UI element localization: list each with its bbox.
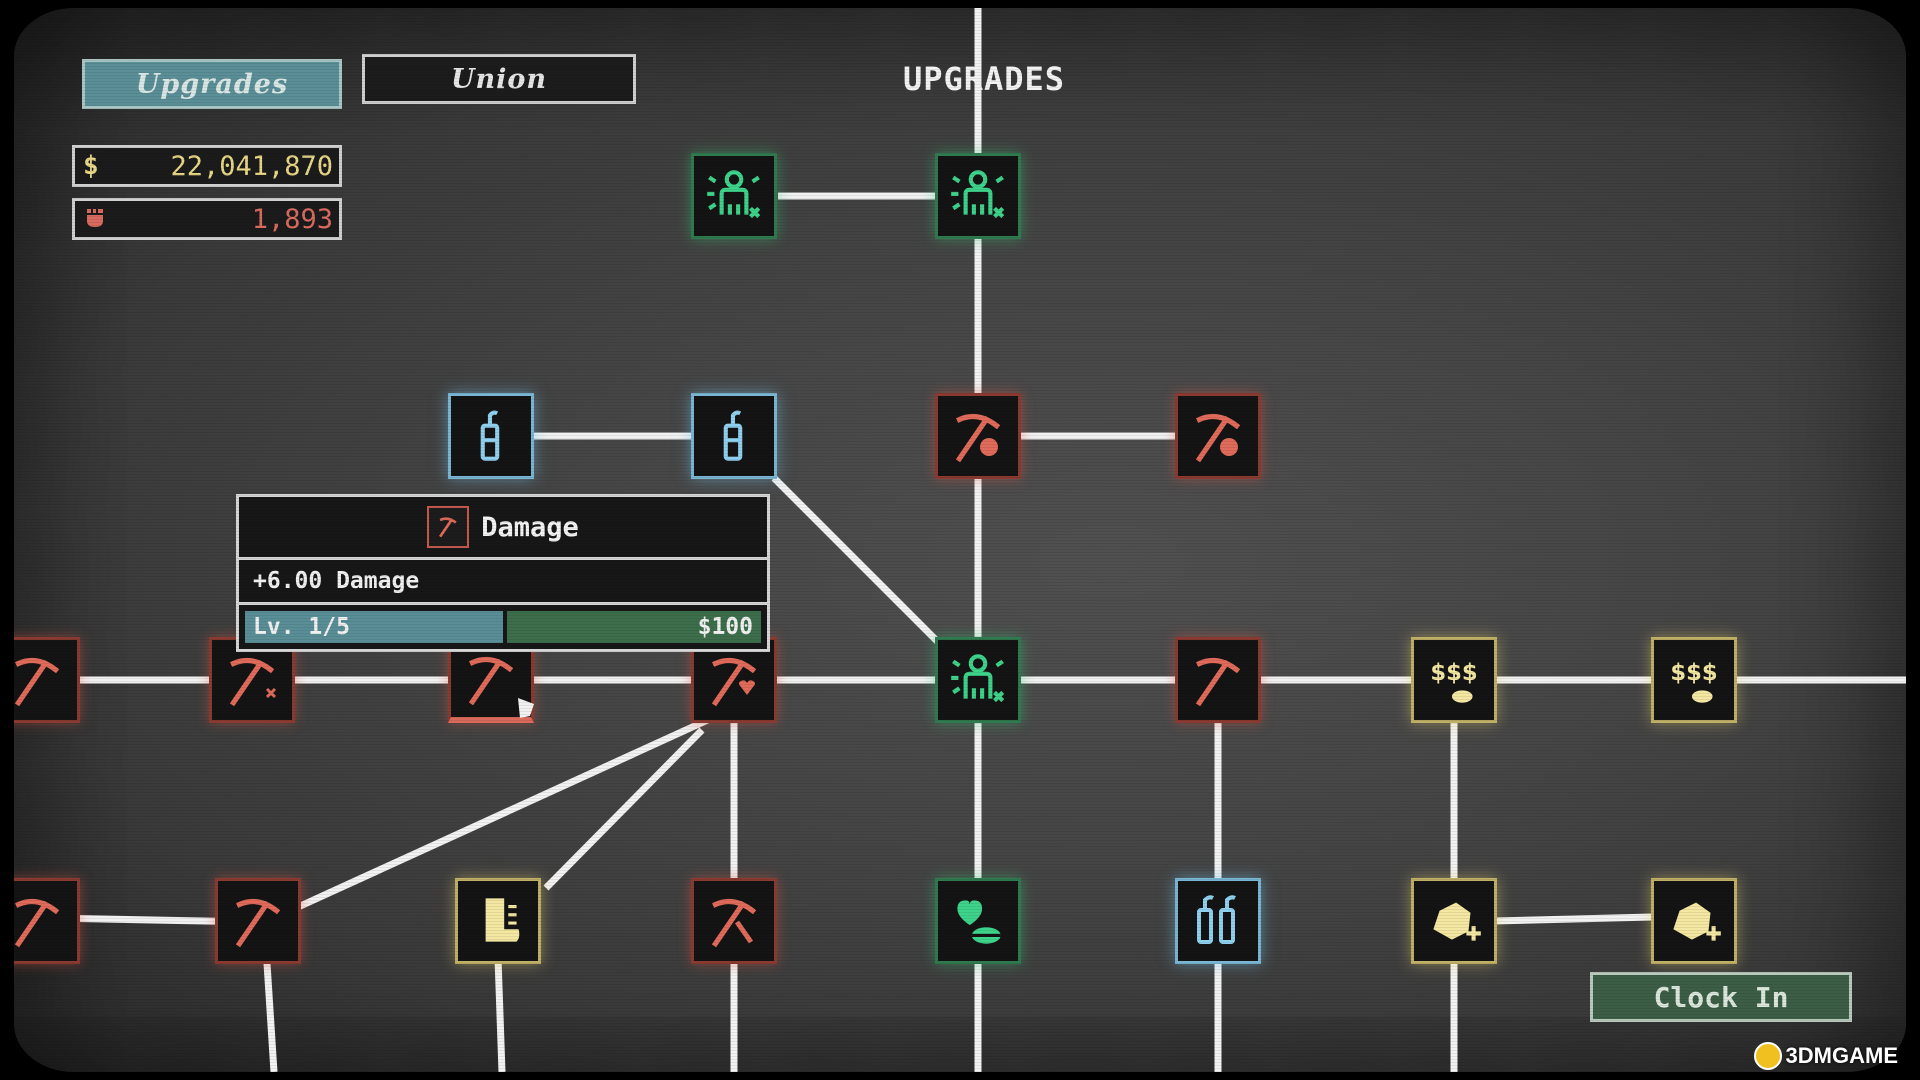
- dollar-icon: $: [83, 151, 99, 181]
- upgrade-node-pickaxe-ore-2[interactable]: [1175, 393, 1261, 479]
- ore-plus-icon: [1661, 888, 1727, 954]
- watermark-logo-icon: [1753, 1042, 1782, 1070]
- tab-upgrades[interactable]: Upgrades: [82, 59, 342, 109]
- pickaxe-icon: [427, 506, 470, 548]
- pickaxe-icon: [458, 646, 524, 712]
- upgrade-node-dynamite-2[interactable]: [691, 393, 777, 479]
- tab-union[interactable]: Union: [362, 54, 636, 104]
- pickaxe-icon: [225, 888, 291, 954]
- tooltip-level: Lv. 1/5: [253, 614, 350, 640]
- upgrade-node-money-2[interactable]: [1651, 637, 1737, 723]
- pickaxe-critical-icon: [219, 647, 277, 713]
- pickaxe-ore-icon: [945, 403, 1011, 469]
- upgrade-node-pickaxe-ore-1[interactable]: [935, 393, 1021, 479]
- union-points-value: 1,893: [251, 203, 333, 235]
- tooltip-cost: $100: [697, 614, 753, 640]
- money-bag-icon: [1421, 647, 1487, 713]
- tooltip-level-bar: Lv. 1/5 $100: [236, 605, 770, 652]
- upgrade-node-dynamite-1[interactable]: [448, 393, 534, 479]
- upgrade-node-miner-1[interactable]: [691, 153, 777, 239]
- money-value: 22,041,870: [170, 150, 333, 182]
- pickaxe-icon: [14, 647, 70, 713]
- tooltip-header: Damage: [236, 494, 770, 560]
- upgrade-node-boot[interactable]: [455, 878, 541, 964]
- page-title: UPGRADES: [902, 60, 1066, 98]
- clock-in-button[interactable]: Clock In: [1590, 972, 1852, 1022]
- pickaxe-double-icon: [701, 888, 767, 954]
- miner-boost-icon: [701, 163, 767, 229]
- miner-boost-icon: [945, 163, 1011, 229]
- watermark-text: 3DMGAME: [1785, 1043, 1898, 1068]
- heart-helmet-icon: [945, 888, 1011, 954]
- pickaxe-heart-icon: [701, 647, 767, 713]
- upgrade-node-ore-plus-1[interactable]: [1411, 878, 1497, 964]
- pickaxe-ore-icon: [1185, 403, 1251, 469]
- tooltip-title: Damage: [481, 511, 579, 543]
- upgrade-node-pickaxe-right[interactable]: [1175, 637, 1261, 723]
- level-progress-remaining: [507, 611, 761, 643]
- cursor-icon: [518, 698, 534, 718]
- union-points-counter: 1,893: [72, 198, 342, 240]
- dynamite-icon: [701, 403, 767, 469]
- pickaxe-critical-icon: [14, 888, 70, 954]
- upgrade-node-pickaxe-bottom-left[interactable]: [14, 878, 80, 964]
- upgrade-node-ore-plus-2[interactable]: [1651, 878, 1737, 964]
- watermark: 3DMGAME: [1753, 1042, 1898, 1070]
- pickaxe-icon: [1185, 647, 1251, 713]
- fist-icon: [83, 203, 107, 236]
- level-progress-fill: [245, 611, 503, 643]
- crt-screen: $$$ Upgrades Union UPGRADES $ 22,041,870: [14, 8, 1906, 1072]
- tooltip-description: +6.00 Damage: [236, 560, 770, 605]
- double-dynamite-icon: [1197, 895, 1236, 944]
- upgrade-node-miner-2[interactable]: [935, 153, 1021, 239]
- money-bag-icon: [1661, 647, 1727, 713]
- boot-icon: [465, 888, 531, 954]
- upgrade-node-heart-helmet[interactable]: [935, 878, 1021, 964]
- upgrade-node-pickaxe-left[interactable]: [14, 637, 80, 723]
- upgrade-node-money-1[interactable]: [1411, 637, 1497, 723]
- ore-plus-icon: [1421, 888, 1487, 954]
- dynamite-icon: [458, 403, 524, 469]
- upgrade-node-pickaxe-bottom[interactable]: [215, 878, 301, 964]
- money-counter: $ 22,041,870: [72, 145, 342, 187]
- upgrade-node-miner-center[interactable]: [935, 637, 1021, 723]
- upgrade-node-pickaxe-double[interactable]: [691, 878, 777, 964]
- miner-boost-icon: [945, 647, 1011, 713]
- upgrade-node-double-dynamite[interactable]: [1175, 878, 1261, 964]
- upgrade-tooltip: Damage +6.00 Damage Lv. 1/5 $100: [236, 494, 770, 652]
